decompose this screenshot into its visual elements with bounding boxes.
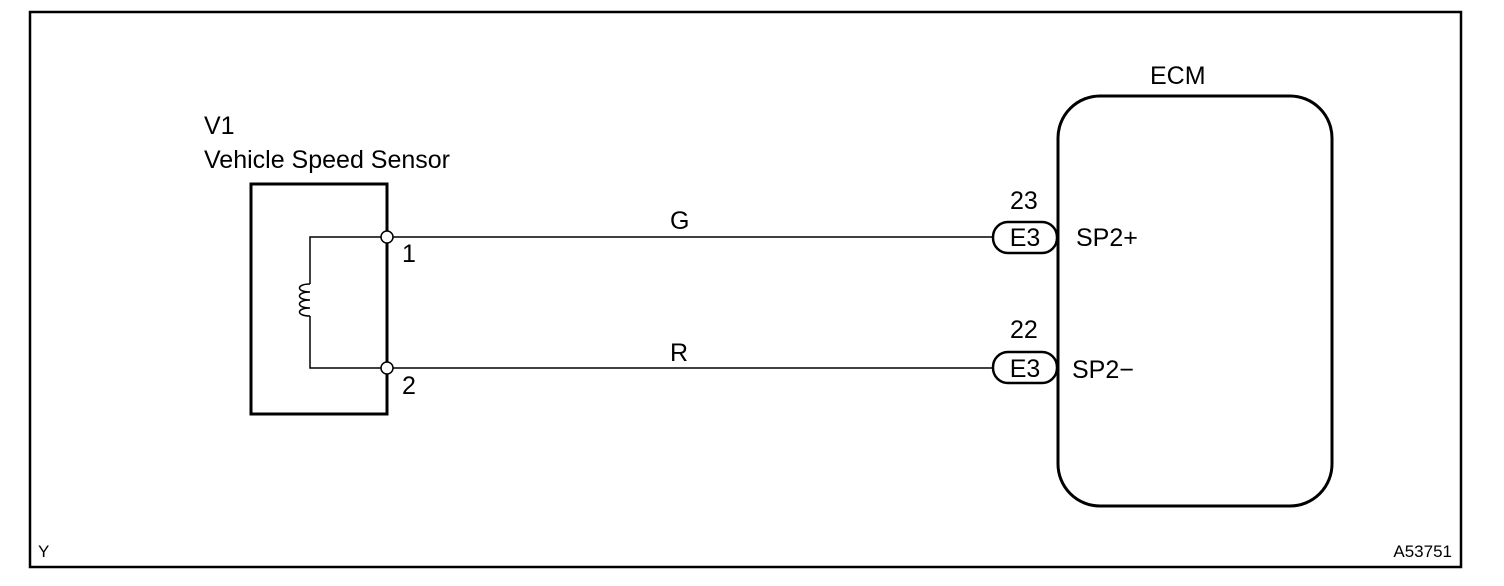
sensor-code-label: V1: [204, 112, 235, 140]
wire-g-color-label: G: [670, 207, 689, 235]
signal-sp2-plus-label: SP2+: [1076, 224, 1138, 252]
sensor-pin-1-label: 1: [402, 240, 416, 268]
diagram-frame: [28, 10, 1463, 569]
sensor-box: [249, 182, 389, 416]
ecm-pin-23-label: 23: [1010, 187, 1038, 215]
sensor-terminal-1: [380, 230, 394, 244]
sensor-name-label: Vehicle Speed Sensor: [204, 146, 450, 174]
corner-left-label: Y: [38, 542, 49, 561]
connector-e3-lower: [991, 350, 1059, 385]
connector-e3-lower-label: E3: [1010, 355, 1041, 383]
signal-sp2-minus-label: SP2−: [1072, 356, 1134, 384]
sensor-terminal-2: [380, 361, 394, 375]
ecm-box: [1056, 94, 1334, 508]
figure-id-label: A53751: [1393, 542, 1452, 561]
sensor-pin-2-label: 2: [402, 372, 416, 400]
connector-e3-upper: [991, 220, 1059, 255]
ecm-pin-22-label: 22: [1010, 316, 1038, 344]
coil-icon: [298, 236, 387, 369]
connector-e3-upper-label: E3: [1010, 224, 1041, 252]
wire-r-color-label: R: [670, 339, 688, 367]
ecm-label: ECM: [1150, 62, 1206, 90]
